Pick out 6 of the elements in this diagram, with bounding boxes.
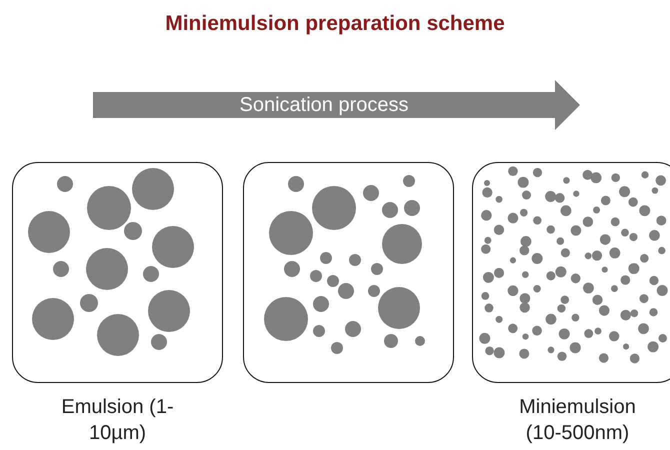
box-caption: Miniemulsion (10-500nm) (518, 395, 637, 446)
arrow-label: Sonication process (238, 93, 410, 118)
container-box (12, 162, 223, 383)
title: Miniemulsion preparation scheme (164, 12, 506, 36)
container-box (243, 162, 454, 383)
box-caption: Emulsion (1-10µm) (60, 395, 175, 446)
